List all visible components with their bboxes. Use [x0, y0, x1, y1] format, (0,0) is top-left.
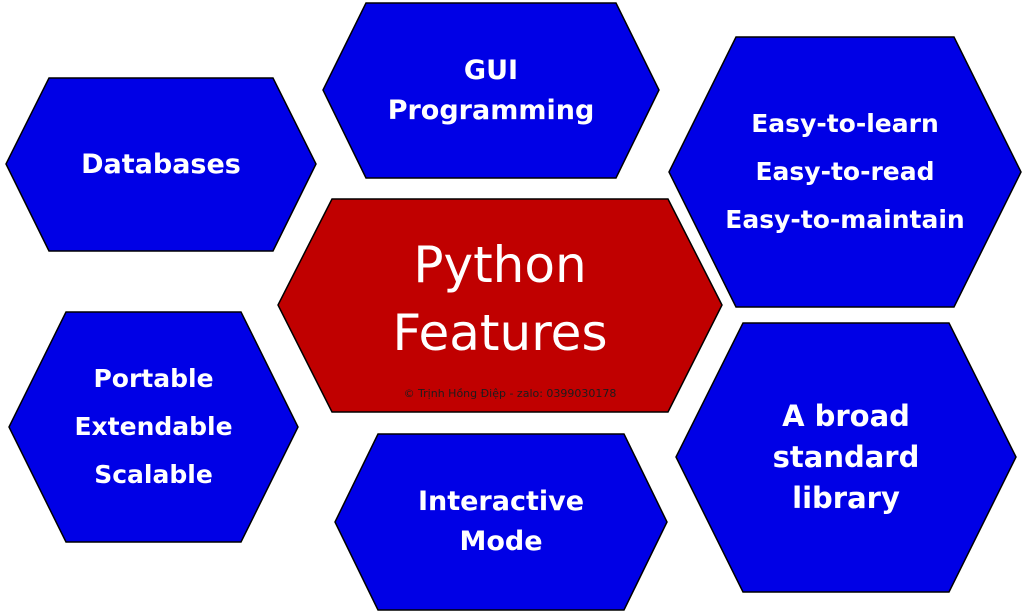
center-title-line: Python: [413, 235, 587, 294]
center-python-features: Python Features: [277, 198, 723, 413]
feature-easy: Easy-to-learn Easy-to-read Easy-to-maint…: [668, 36, 1022, 308]
feature-label-line: Easy-to-learn: [751, 109, 939, 138]
feature-label-line: standard: [772, 440, 920, 474]
feature-label-line: Portable: [93, 364, 214, 393]
center-title-line: Features: [392, 303, 608, 362]
hexagon-shape: [8, 311, 299, 543]
feature-gui-programming: GUI Programming: [322, 2, 660, 179]
feature-interactive-mode: Interactive Mode: [334, 433, 668, 611]
feature-portable: Portable Extendable Scalable: [8, 311, 299, 543]
feature-label-line: Scalable: [94, 460, 213, 489]
feature-label-line: Easy-to-read: [755, 157, 935, 186]
hexagon-shape: [277, 198, 723, 413]
feature-databases: Databases: [5, 77, 317, 252]
hexagon-shape: [5, 77, 317, 252]
hexagon-shape: [334, 433, 668, 611]
feature-label-line: library: [792, 481, 900, 515]
feature-label-line: A broad: [782, 399, 910, 433]
watermark-text: © Trịnh Hồng Điệp - zalo: 0399030178: [403, 387, 617, 400]
feature-label-line: Programming: [387, 94, 595, 126]
feature-label-line: Extendable: [74, 412, 233, 441]
feature-label-line: Mode: [459, 526, 543, 557]
hexagon-shape: [675, 322, 1017, 593]
feature-standard-library: A broad standard library: [675, 322, 1017, 593]
feature-label-line: Databases: [81, 148, 241, 180]
feature-label-line: GUI: [463, 54, 519, 86]
hexagon-shape: [668, 36, 1022, 308]
feature-label-line: Interactive: [417, 486, 585, 517]
feature-label-line: Easy-to-maintain: [725, 205, 965, 234]
hexagon-shape: [322, 2, 660, 179]
